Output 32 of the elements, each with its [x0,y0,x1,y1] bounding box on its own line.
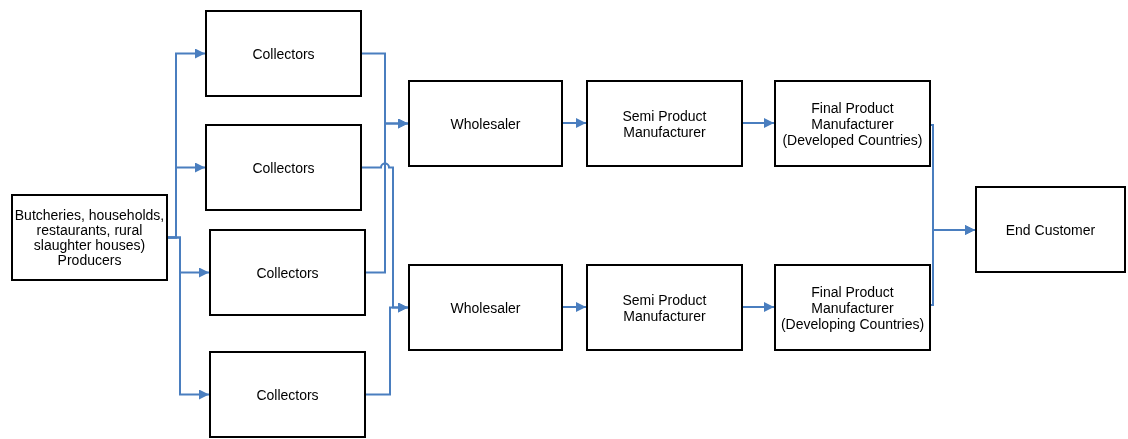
process-box [209,351,366,438]
process-box [774,80,931,167]
arrow [930,225,976,306]
box-label: Final Product Manufacturer (Developing Countries) [779,283,926,332]
process-box [586,264,743,351]
box-label: End Customer [1005,221,1096,238]
box-label: Collectors [256,264,319,281]
arrow [742,302,775,312]
process-box [205,10,362,97]
arrow [742,118,775,128]
process-box [205,124,362,211]
process-box [774,264,931,351]
box-label: Semi Product Manufacturer [621,107,708,140]
box-label: Collectors [256,386,319,403]
box-label: Final Product Manufacturer (Developed Countries) [781,99,924,148]
arrow [167,236,210,400]
process-box [408,80,563,167]
arrow [365,118,409,274]
process-box [408,264,563,351]
box-label: Semi Product Manufacturer [621,291,708,324]
arrow [562,302,587,312]
box-label: Collectors [252,45,315,62]
arrow [562,118,587,128]
arrow [365,302,409,396]
box-label: Collectors [252,159,315,176]
box-label: Wholesaler [450,115,521,132]
process-box [586,80,743,167]
box-label: Butcheries, households, restaurants, rural slaughter houses) Producers [13,207,166,268]
process-box [975,186,1126,273]
process-box [11,194,168,281]
process-box [209,229,366,316]
box-label: Wholesaler [450,299,521,316]
